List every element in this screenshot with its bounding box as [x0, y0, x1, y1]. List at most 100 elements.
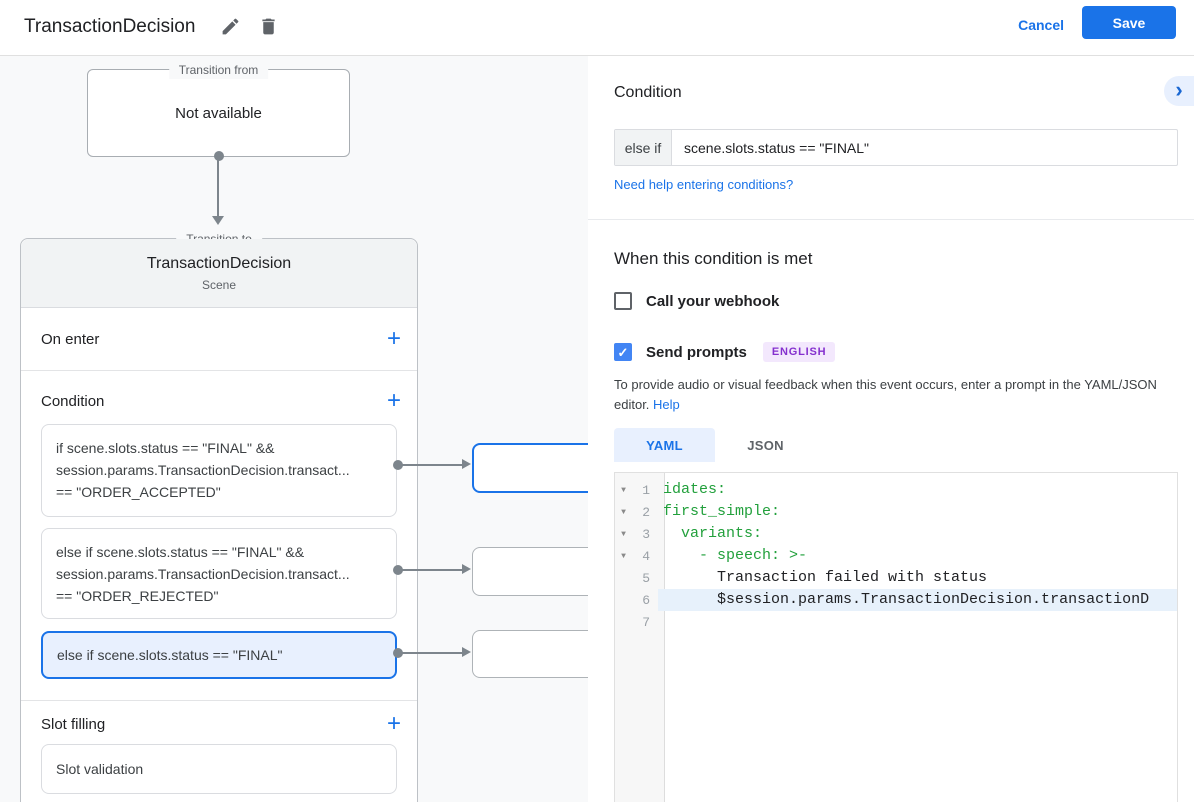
editor-format-tabs: YAML JSON [614, 428, 816, 462]
connector-line [402, 569, 463, 571]
else-if-prefix: else if [615, 130, 672, 165]
condition-section-label: Condition [41, 392, 105, 410]
editor-lines: ▼ 1 idates: ▼ 2 first_simple: ▼ 3 varian… [615, 479, 1177, 633]
transition-to-card: Transition to TransactionDecision Scene … [20, 230, 418, 802]
transition-target-box-selected[interactable] [472, 443, 588, 493]
hint-text: To provide audio or visual feedback when… [614, 377, 1157, 412]
connector-line [402, 652, 463, 654]
code-line: 7 [615, 611, 1177, 633]
delete-scene-button[interactable] [252, 12, 284, 44]
connector-dot [393, 565, 403, 575]
scene-name: TransactionDecision [146, 254, 292, 272]
editor-gutter [615, 473, 665, 802]
condition-card-1-line: if scene.slots.status == "FINAL" && [56, 440, 275, 456]
transition-arrow-head [212, 216, 224, 225]
code-line: ▼ 2 first_simple: [615, 501, 1177, 523]
transition-arrow-line [217, 159, 219, 217]
condition-card-3-selected[interactable]: else if scene.slots.status == "FINAL" [41, 631, 397, 679]
collapse-panel-button[interactable]: › [1164, 76, 1194, 106]
condition-card-3-line: else if scene.slots.status == "FINAL" [57, 647, 283, 663]
on-enter-label: On enter [41, 330, 100, 348]
line-number: 7 [642, 614, 650, 630]
line-text: idates: [663, 481, 727, 498]
line-text: $session.params.TransactionDecision.tran… [658, 589, 1177, 611]
slot-filling-label: Slot filling [41, 715, 106, 733]
language-badge: ENGLISH [762, 342, 836, 362]
condition-help-link[interactable]: Need help entering conditions? [614, 177, 794, 192]
line-number: 2 [642, 504, 650, 520]
add-slot-icon[interactable]: + [386, 710, 401, 737]
connector-arrow-head [462, 459, 471, 469]
condition-card-1-line: session.params.TransactionDecision.trans… [56, 462, 350, 478]
help-link[interactable]: Help [653, 397, 680, 412]
code-line: ▼ 4 - speech: >- [615, 545, 1177, 567]
transition-from-label: Transition from [168, 61, 269, 79]
send-prompts-label: Send prompts [646, 343, 747, 361]
line-number: 3 [642, 526, 650, 542]
save-button[interactable]: Save [1082, 6, 1176, 39]
page-title: TransactionDecision [24, 16, 196, 37]
line-text: Transaction failed with status [663, 569, 988, 586]
code-line: 5 Transaction failed with status [615, 567, 1177, 589]
call-webhook-label: Call your webhook [646, 292, 780, 310]
slot-validation-label: Slot validation [56, 761, 144, 777]
yaml-code-editor[interactable]: ▼ 1 idates: ▼ 2 first_simple: ▼ 3 varian… [614, 472, 1178, 802]
line-number: 4 [642, 548, 650, 564]
fold-arrow-icon[interactable]: ▼ [621, 529, 626, 539]
condition-details-panel: Condition › else if Need help entering c… [588, 56, 1194, 802]
connector-arrow-head [462, 647, 471, 657]
flow-diagram-canvas: Transition from Not available Transition… [0, 56, 588, 802]
connector-dot [393, 460, 403, 470]
pencil-icon [220, 16, 241, 40]
code-line-highlighted: 6 $session.params.TransactionDecision.tr… [615, 589, 1177, 611]
condition-expression-row: else if [614, 129, 1178, 166]
prompt-hint-text: To provide audio or visual feedback when… [614, 375, 1192, 415]
transition-target-box[interactable] [472, 547, 588, 596]
slot-validation-card[interactable]: Slot validation [41, 744, 397, 794]
slot-filling-section: Slot filling + [21, 701, 417, 747]
chevron-right-icon: › [1175, 76, 1183, 102]
scene-type-label: Scene [201, 277, 237, 292]
trash-icon [258, 16, 279, 40]
condition-card-1[interactable]: if scene.slots.status == "FINAL" && sess… [41, 424, 397, 517]
line-text: first_simple: [663, 503, 781, 520]
add-on-enter-icon[interactable]: + [386, 325, 401, 352]
transition-target-box[interactable] [472, 630, 588, 678]
line-text: variants: [663, 525, 763, 542]
transition-from-box: Transition from Not available [87, 61, 350, 161]
condition-card-1-line: == "ORDER_ACCEPTED" [56, 484, 221, 500]
condition-expression-input[interactable] [672, 130, 1177, 165]
scene-header[interactable]: TransactionDecision Scene [21, 239, 417, 308]
code-line: ▼ 3 variants: [615, 523, 1177, 545]
connector-dot [393, 648, 403, 658]
send-prompts-row: ✓ Send prompts ENGLISH [614, 342, 836, 362]
call-webhook-row: Call your webhook [614, 292, 779, 310]
condition-section: Condition + [21, 379, 417, 423]
condition-card-2-line: == "ORDER_REJECTED" [56, 588, 219, 604]
tab-json[interactable]: JSON [747, 437, 784, 453]
cancel-button[interactable]: Cancel [1010, 11, 1072, 39]
edit-title-button[interactable] [214, 12, 246, 44]
connector-dot [213, 151, 224, 161]
transition-from-content: Not available [175, 104, 262, 122]
tab-yaml[interactable]: YAML [614, 428, 715, 462]
line-number: 6 [642, 592, 650, 608]
fold-arrow-icon[interactable]: ▼ [621, 551, 626, 561]
panel-title: Condition [614, 84, 682, 101]
connector-line [402, 464, 463, 466]
add-condition-icon[interactable]: + [386, 387, 401, 414]
on-enter-section: On enter + [21, 308, 417, 371]
fold-arrow-icon[interactable]: ▼ [621, 485, 626, 495]
send-prompts-checkbox[interactable]: ✓ [614, 343, 632, 361]
condition-card-2-line: else if scene.slots.status == "FINAL" && [56, 544, 305, 560]
topbar: TransactionDecision Cancel Save [0, 0, 1194, 56]
line-number: 1 [642, 482, 650, 498]
fold-arrow-icon[interactable]: ▼ [621, 507, 626, 517]
code-line: ▼ 1 idates: [615, 479, 1177, 501]
condition-card-2[interactable]: else if scene.slots.status == "FINAL" &&… [41, 528, 397, 619]
panel-divider [588, 219, 1194, 220]
check-icon: ✓ [617, 344, 629, 360]
condition-card-2-line: session.params.TransactionDecision.trans… [56, 566, 350, 582]
line-text [658, 611, 1177, 633]
call-webhook-checkbox[interactable] [614, 292, 632, 310]
